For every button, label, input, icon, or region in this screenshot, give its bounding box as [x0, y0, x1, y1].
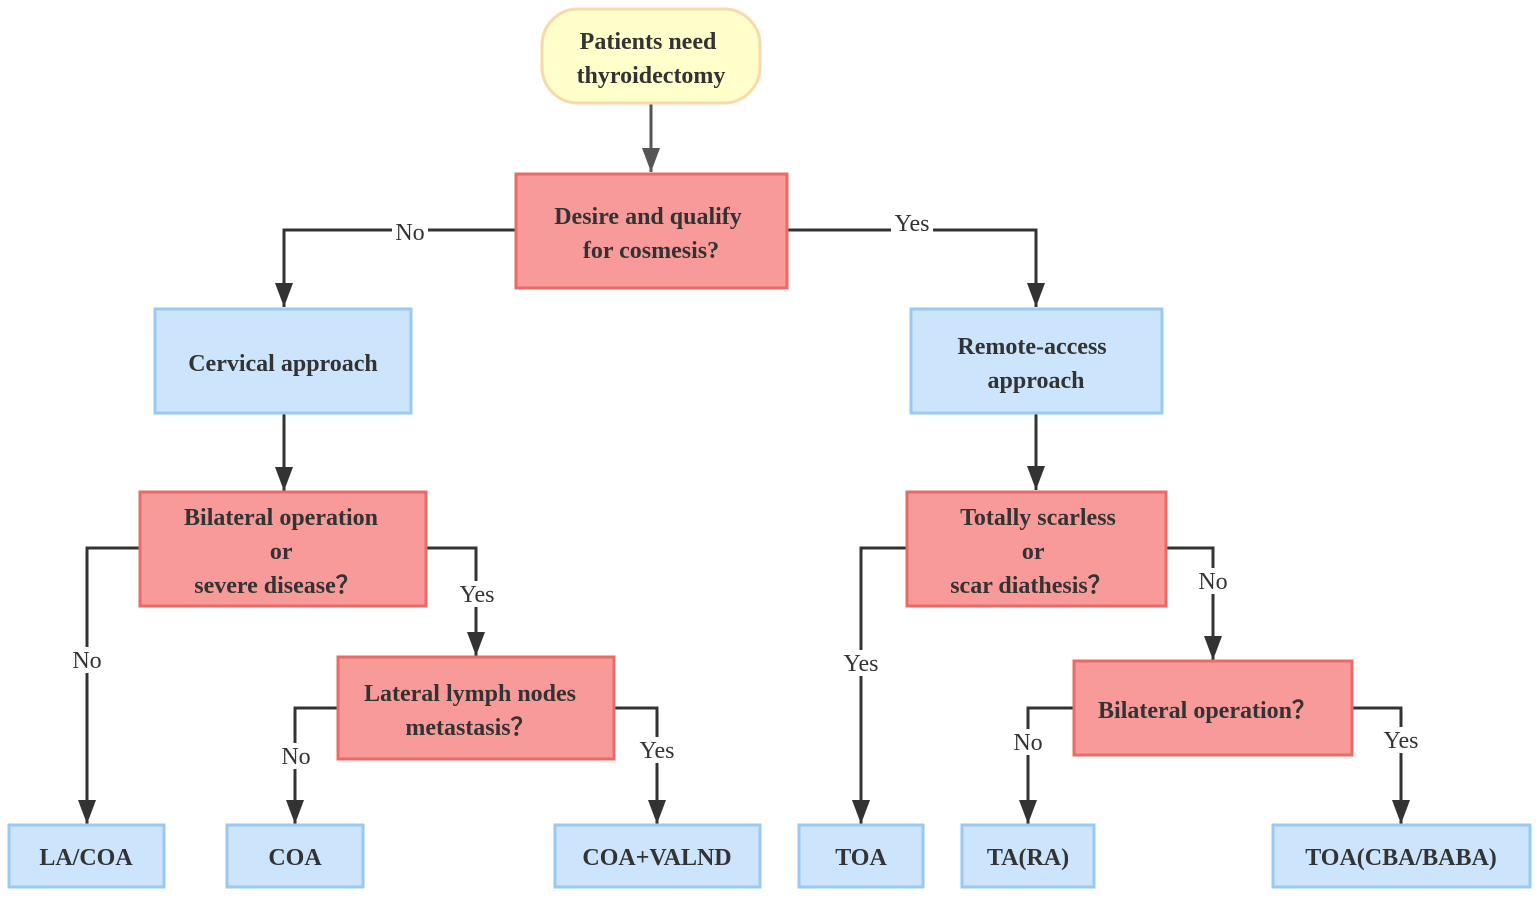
label-cosmesis-no: No [395, 220, 424, 246]
bilateral-severe-line-3: severe disease？ [194, 573, 360, 599]
svg-text:Patients need thyroide: Patients need thyroidectomy [577, 29, 726, 89]
bilateral-severe-line-2: or [270, 539, 293, 565]
edge-bilateral-to-lacoa [78, 546, 140, 824]
cervical-line-1: Cervical approach [188, 351, 378, 377]
start-line-1: Patients need [580, 29, 717, 55]
svg-text:Bilateral operation？: Bilateral operation？ [1098, 698, 1316, 724]
toa-label: TOA [835, 845, 887, 871]
ta-ra-label: TA(RA) [987, 845, 1069, 871]
scarless-line-3: scar diathesis？ [950, 573, 1112, 599]
cosmesis-line-1: Desire and qualify [554, 204, 742, 230]
label-cosmesis-yes: Yes [895, 211, 930, 237]
svg-text:Remote-access approach: Remote-access approach [957, 334, 1112, 394]
svg-text:Bilateral operation or: Bilateral operation or severe disease？ [184, 505, 384, 599]
coa-label: COA [268, 845, 322, 871]
svg-text:TOA: TOA [835, 845, 887, 871]
bilateral-severe-line-1: Bilateral operation [184, 505, 378, 531]
node-lateral-lymph-decision: Lateral lymph nodes metastasis？ [336, 655, 616, 761]
edges [78, 104, 1410, 824]
svg-text:Desire and qualify for: Desire and qualify for cosmesis? [554, 204, 748, 264]
label-lateral-no: No [281, 744, 310, 770]
svg-text:LA/COA: LA/COA [39, 845, 133, 871]
svg-text:TA(RA): TA(RA) [987, 845, 1069, 871]
svg-text:COA: COA [268, 845, 322, 871]
label-scarless-yes: Yes [844, 651, 879, 677]
remote-line-2: approach [988, 368, 1085, 394]
edge-lateral-to-coavalnd [614, 706, 666, 824]
edge-lateral-to-coa [286, 706, 338, 824]
edge-labels: No Yes No Yes No Yes Yes No No Yes [67, 210, 1423, 770]
node-toa-cba-baba: TOA(CBA/BABA) [1271, 823, 1532, 889]
node-cervical-approach: Cervical approach [153, 307, 413, 415]
label-bilateralop-yes: Yes [1384, 728, 1419, 754]
node-cosmesis-decision: Desire and qualify for cosmesis? [514, 172, 789, 290]
edge-bilateralop-to-toacba [1352, 706, 1410, 824]
node-bilateral-op-decision: Bilateral operation？ [1072, 659, 1354, 757]
la-coa-label: LA/COA [39, 845, 133, 871]
node-bilateral-severe-decision: Bilateral operation or severe disease？ [138, 490, 428, 608]
edge-bilateralop-to-tara [1019, 706, 1074, 824]
edge-bilateral-to-lateral [427, 546, 485, 656]
label-bilateral-yes: Yes [460, 582, 495, 608]
edge-cosmesis-to-remote [787, 228, 1045, 307]
scarless-line-2: or [1022, 539, 1045, 565]
edge-scarless-to-toa [852, 546, 907, 824]
toa-cba-baba-label: TOA(CBA/BABA) [1305, 845, 1497, 871]
node-la-coa: LA/COA [7, 823, 166, 889]
node-coa: COA [225, 823, 365, 889]
label-lateral-yes: Yes [640, 738, 675, 764]
nodes: Patients need thyroidectomy Desire and q… [7, 7, 1532, 889]
node-toa: TOA [797, 823, 925, 889]
label-scarless-no: No [1198, 569, 1227, 595]
svg-text:Cervical approach: Cervical approach [188, 351, 378, 377]
node-ta-ra: TA(RA) [960, 823, 1096, 889]
start-line-2: thyroidectomy [577, 63, 726, 89]
svg-text:Lateral lymph nodes me: Lateral lymph nodes metastasis？ [364, 681, 582, 741]
node-scarless-decision: Totally scarless or scar diathesis？ [905, 490, 1168, 608]
bilateral-op-line-1: Bilateral operation？ [1098, 698, 1316, 724]
svg-text:TOA(CBA/BABA): TOA(CBA/BABA) [1305, 845, 1497, 871]
coa-valnd-label: COA+VALND [582, 845, 731, 871]
label-bilateralop-no: No [1013, 730, 1042, 756]
svg-text:COA+VALND: COA+VALND [582, 845, 731, 871]
remote-line-1: Remote-access [957, 334, 1106, 360]
lateral-line-1: Lateral lymph nodes [364, 681, 576, 707]
node-remote-access-approach: Remote-access approach [909, 307, 1164, 415]
svg-text:Totally scarless or: Totally scarless or scar diathesis？ [950, 505, 1122, 599]
lateral-line-2: metastasis？ [405, 715, 534, 741]
edge-scarless-to-bilateralop [1166, 546, 1222, 660]
scarless-line-1: Totally scarless [960, 505, 1116, 531]
label-bilateral-no: No [72, 648, 101, 674]
node-start: Patients need thyroidectomy [540, 7, 762, 105]
node-coa-valnd: COA+VALND [553, 823, 762, 889]
cosmesis-line-2: for cosmesis? [583, 238, 719, 264]
edge-cosmesis-to-cervical [275, 228, 515, 307]
